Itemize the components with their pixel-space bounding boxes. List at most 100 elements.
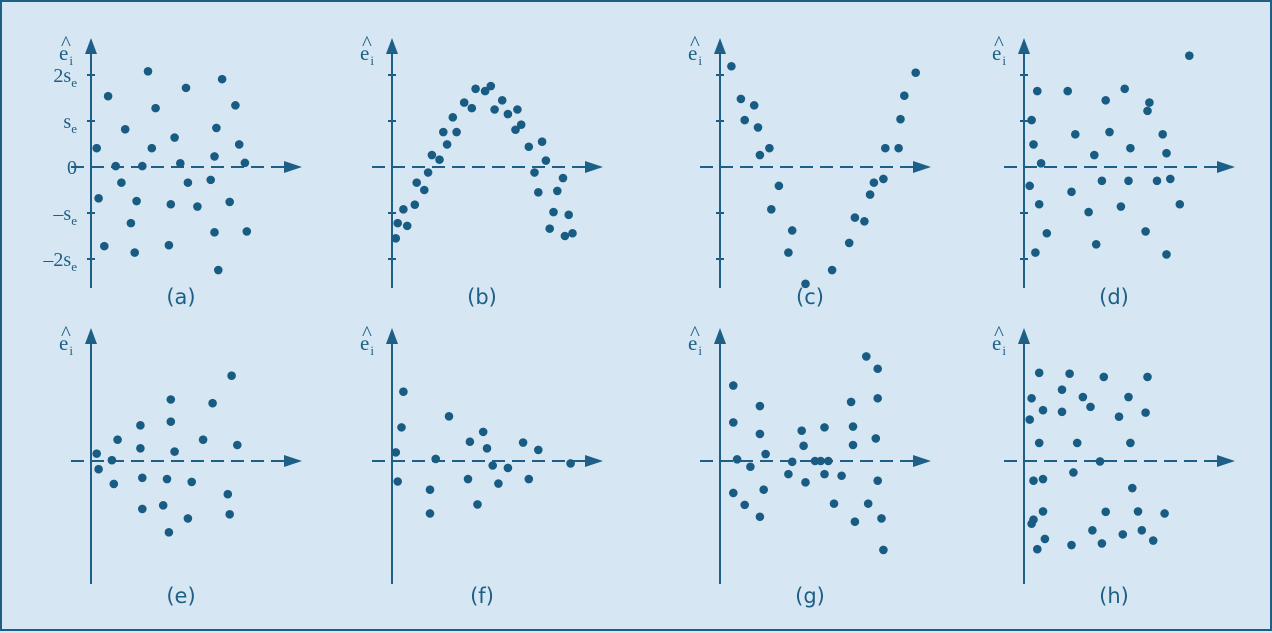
data-point (558, 173, 568, 183)
data-point (181, 83, 191, 93)
data-point (774, 181, 784, 191)
data-point (442, 140, 452, 149)
data-point (877, 514, 886, 523)
x-axis-arrow (284, 161, 302, 173)
data-point (117, 178, 126, 187)
data-point (217, 74, 227, 84)
data-point (488, 461, 498, 470)
data-point (530, 168, 539, 177)
data-point (120, 124, 130, 134)
data-point (1175, 199, 1185, 209)
data-point (486, 81, 496, 91)
panel-b: ei^(b) (360, 31, 603, 309)
data-point (1097, 539, 1107, 548)
y-axis-label: ei (360, 41, 374, 68)
tick-label: 0 (67, 157, 77, 179)
data-point (166, 199, 176, 209)
data-point (425, 485, 435, 495)
data-point (1124, 176, 1133, 186)
data-point (164, 240, 174, 250)
data-point (873, 364, 882, 374)
data-point (740, 500, 749, 510)
data-point (1099, 372, 1109, 382)
data-point (816, 456, 825, 466)
data-point (1069, 468, 1078, 477)
panel-label: (h) (1099, 584, 1129, 608)
data-point (1141, 408, 1150, 417)
data-point (827, 265, 837, 275)
x-axis-arrow (1217, 161, 1235, 173)
data-point (162, 474, 172, 484)
data-point (511, 125, 520, 135)
data-point (873, 476, 882, 485)
data-point (391, 448, 401, 457)
data-point (240, 158, 250, 168)
data-point (132, 196, 141, 206)
data-point (837, 471, 846, 481)
data-point (537, 137, 547, 146)
data-point (1097, 176, 1107, 186)
data-point (1063, 86, 1072, 96)
data-point (1133, 507, 1143, 516)
data-point (767, 205, 776, 214)
data-point (494, 479, 503, 488)
data-point (234, 140, 244, 149)
data-point (1126, 143, 1135, 153)
data-point (1034, 368, 1044, 378)
data-point (503, 463, 513, 473)
data-point (410, 200, 420, 210)
data-point (393, 218, 403, 228)
data-point (755, 150, 765, 160)
data-point (183, 178, 193, 187)
data-point (103, 91, 113, 101)
data-point (524, 474, 534, 484)
data-point (1148, 536, 1158, 545)
data-point (1036, 159, 1046, 168)
data-point (431, 454, 441, 464)
panel-c: ei^(c) (688, 31, 931, 309)
data-point (423, 168, 433, 177)
data-point (1027, 115, 1036, 125)
y-axis-label-hat: ^ (994, 321, 1004, 345)
data-point (755, 401, 765, 411)
data-point (1128, 483, 1137, 493)
data-point (214, 265, 223, 275)
data-point (138, 161, 147, 171)
data-point (1088, 525, 1097, 535)
data-point (448, 113, 458, 122)
data-point (1162, 250, 1171, 259)
data-point (879, 174, 888, 184)
data-point (435, 155, 444, 164)
data-point (107, 455, 117, 465)
y-axis-arrow (386, 328, 398, 344)
panel-label: (c) (796, 285, 824, 309)
data-point (94, 464, 103, 474)
data-point (911, 68, 920, 77)
y-axis-arrow (386, 38, 398, 54)
tick-label: se (63, 111, 77, 136)
data-point (1067, 187, 1076, 197)
panel-label: (a) (166, 285, 195, 309)
data-point (225, 510, 234, 519)
data-point (94, 193, 103, 203)
data-point (787, 457, 797, 467)
data-point (1101, 507, 1110, 517)
data-point (862, 352, 871, 361)
data-point (399, 387, 408, 397)
data-point (1029, 140, 1038, 149)
x-axis-arrow (585, 455, 603, 467)
x-axis-arrow (913, 455, 931, 467)
data-point (164, 528, 174, 537)
data-point (473, 500, 482, 509)
data-point (871, 434, 881, 443)
data-point (820, 469, 829, 479)
y-axis-label-hat: ^ (61, 321, 71, 345)
y-axis-arrow (1018, 38, 1030, 54)
data-point (1025, 181, 1034, 191)
y-axis-label-hat: ^ (362, 321, 372, 345)
y-axis-label-hat: ^ (690, 321, 700, 345)
data-point (753, 123, 763, 132)
data-point (1072, 438, 1082, 448)
data-point (865, 190, 875, 199)
